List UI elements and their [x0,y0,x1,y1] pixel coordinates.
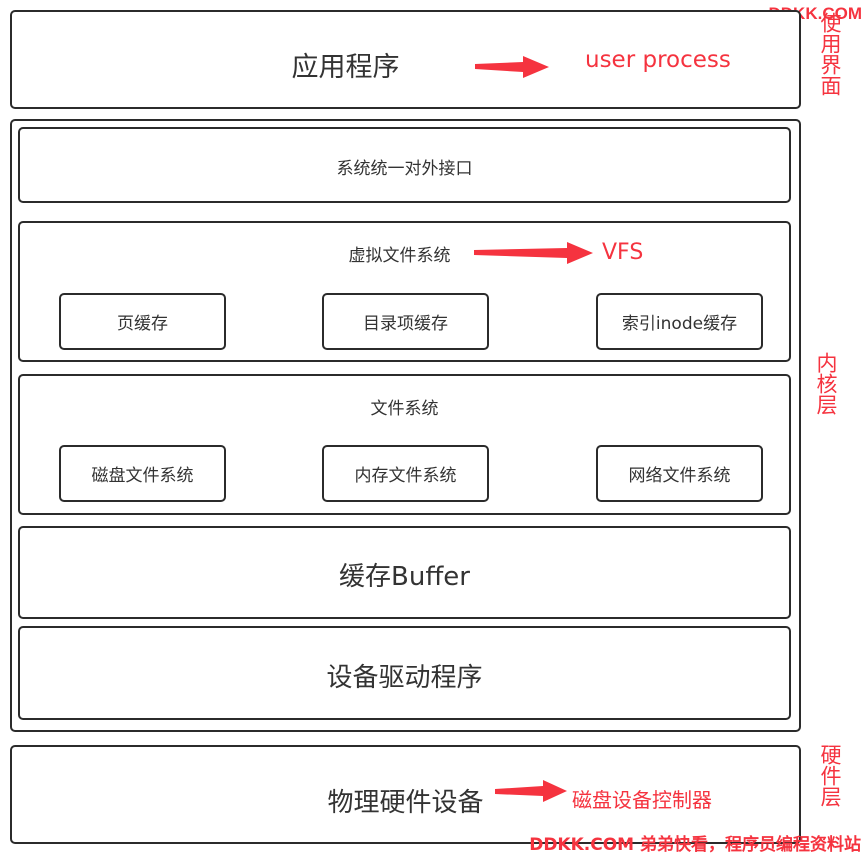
filesystem-title: 文件系统 [370,399,439,419]
network-fs-box: 网络文件系统 [596,445,763,502]
memory-fs-label: 内存文件系统 [354,466,457,486]
vfs-title: 虚拟文件系统 [348,246,451,266]
vfs-arrow-icon [474,242,593,264]
hardware-box: 物理硬件设备 [10,745,801,844]
application-label: 应用程序 [291,52,400,83]
driver-box: 设备驱动程序 [18,626,791,720]
dentry-cache-label: 目录项缓存 [363,314,448,334]
hardware-layer-side-label: 硬件层 [818,744,842,807]
network-fs-label: 网络文件系统 [628,466,731,486]
syscall-interface-label: 系统统一对外接口 [336,159,473,179]
watermark-bottom: DDKK.COM 弟弟快看，程序员编程资料站 [529,835,861,855]
page-cache-box: 页缓存 [59,293,226,350]
application-box: 应用程序 [10,10,801,109]
kernel-layer-side-label: 内核层 [814,352,838,415]
disk-fs-label: 磁盘文件系统 [91,466,194,486]
driver-label: 设备驱动程序 [326,663,483,693]
dentry-cache-box: 目录项缓存 [322,293,489,350]
inode-cache-box: 索引inode缓存 [596,293,763,350]
user-process-arrow-icon [475,56,549,78]
vfs-annotation: VFS [602,240,644,265]
memory-fs-box: 内存文件系统 [322,445,489,502]
hardware-label: 物理硬件设备 [327,788,484,818]
page-cache-label: 页缓存 [117,314,168,334]
syscall-interface-box: 系统统一对外接口 [18,127,791,203]
buffer-box: 缓存Buffer [18,526,791,619]
hardware-arrow-icon [495,780,567,802]
disk-fs-box: 磁盘文件系统 [59,445,226,502]
user-process-annotation: user process [585,47,731,73]
buffer-label: 缓存Buffer [339,562,470,592]
inode-cache-label: 索引inode缓存 [621,314,738,334]
hardware-annotation: 磁盘设备控制器 [572,788,712,812]
user-layer-side-label: 使用界面 [818,12,842,96]
